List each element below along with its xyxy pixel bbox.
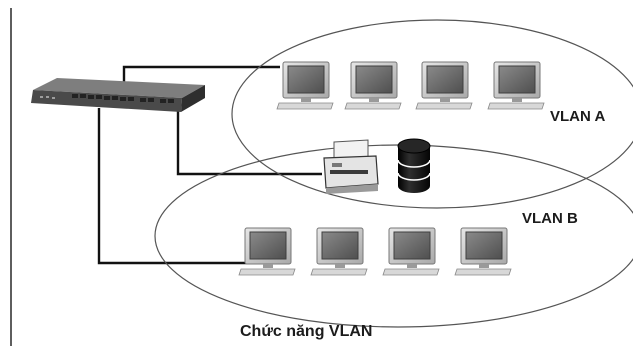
database-icon bbox=[397, 138, 431, 193]
vlan-b-label: VLAN B bbox=[522, 210, 578, 227]
vlan-a-ellipse bbox=[231, 19, 633, 209]
vlan-a-computer-icon bbox=[487, 61, 545, 110]
printer-icon bbox=[323, 139, 379, 194]
cable-to-printer bbox=[176, 100, 322, 176]
network-switch-icon bbox=[31, 78, 205, 112]
vlan-a-label: VLAN A bbox=[550, 108, 605, 125]
vlan-b-computer-icon bbox=[454, 227, 512, 276]
vlan-a-computer-icon bbox=[276, 61, 334, 110]
vlan-b-computer-icon bbox=[310, 227, 368, 276]
vlan-b-computer-icon bbox=[238, 227, 296, 276]
vlan-a-computer-icon bbox=[344, 61, 402, 110]
vlan-a-computer-icon bbox=[415, 61, 473, 110]
diagram-caption: Chức năng VLAN bbox=[240, 323, 372, 340]
vlan-b-computer-icon bbox=[382, 227, 440, 276]
cable-to-vlan-b bbox=[97, 108, 250, 265]
